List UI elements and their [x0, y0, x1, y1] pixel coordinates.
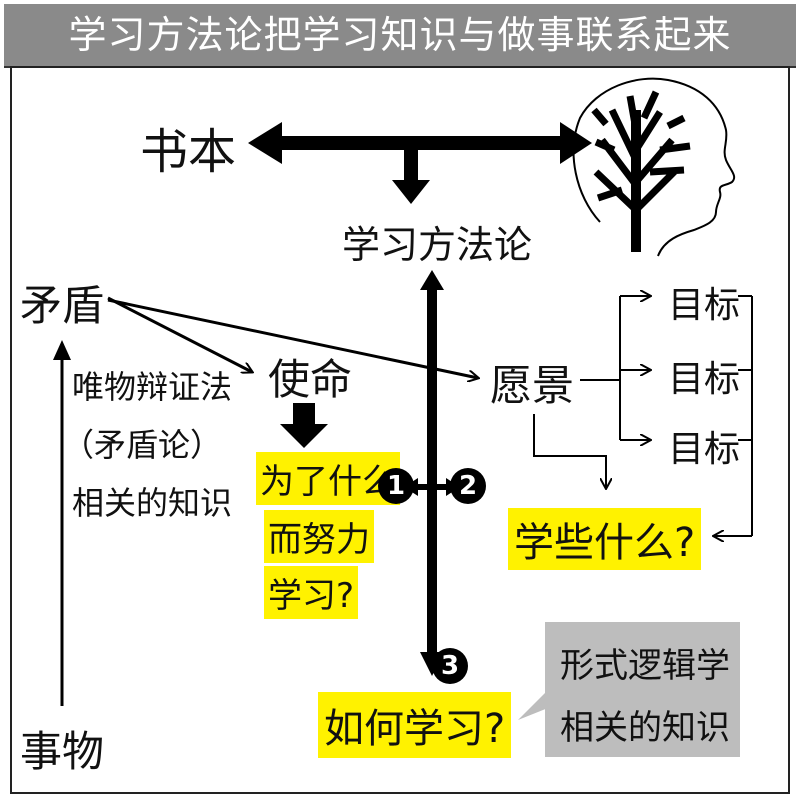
things-up-arrow	[53, 340, 71, 706]
question-why-line1: 为了什么	[256, 452, 400, 505]
node-goal-3: 目标	[668, 429, 741, 470]
logic-box	[545, 622, 740, 757]
title-bar: 学习方法论把学习知识与做事联系起来	[4, 4, 796, 68]
node-contradiction: 矛盾	[20, 281, 105, 330]
node-goal-1: 目标	[668, 285, 741, 326]
question-what: 学些什么?	[508, 508, 702, 570]
node-mission: 使命	[268, 355, 353, 404]
question-how: 如何学习?	[318, 692, 512, 758]
tree-head-icon	[572, 77, 736, 257]
arrow-contradiction-mission	[107, 296, 252, 372]
side-note-line2: （矛盾论）	[62, 426, 223, 464]
badge-2: 2	[450, 468, 486, 504]
node-goal-2: 目标	[668, 359, 741, 400]
page-title: 学习方法论把学习知识与做事联系起来	[68, 13, 732, 57]
side-note-line1: 唯物辩证法	[72, 368, 233, 406]
vision-goals-bracket	[580, 296, 650, 440]
question-why-line3: 学习?	[264, 566, 359, 619]
node-vision: 愿景	[490, 361, 575, 410]
vertical-main-arrow	[420, 270, 444, 676]
node-things: 事物	[20, 727, 105, 776]
logic-box-line1: 形式逻辑学	[560, 646, 730, 686]
question-why-line2: 而努力	[264, 510, 374, 563]
badge-3: 3	[432, 648, 468, 684]
logic-box-pointer	[518, 690, 548, 720]
badge-1: 1	[378, 468, 414, 504]
node-methodology: 学习方法论	[342, 223, 533, 267]
mission-down-arrow	[280, 403, 328, 448]
logic-box-line2: 相关的知识	[560, 708, 730, 748]
diagram-frame	[10, 66, 790, 794]
down-arrow-methodology	[392, 148, 430, 204]
arrow-contradiction-vision	[107, 298, 478, 378]
book-brain-double-arrow	[248, 122, 592, 164]
side-note-line3: 相关的知识	[72, 484, 233, 522]
node-book: 书本	[140, 124, 237, 180]
vision-what-arrow	[533, 414, 606, 488]
goals-what-bracket	[714, 295, 753, 536]
